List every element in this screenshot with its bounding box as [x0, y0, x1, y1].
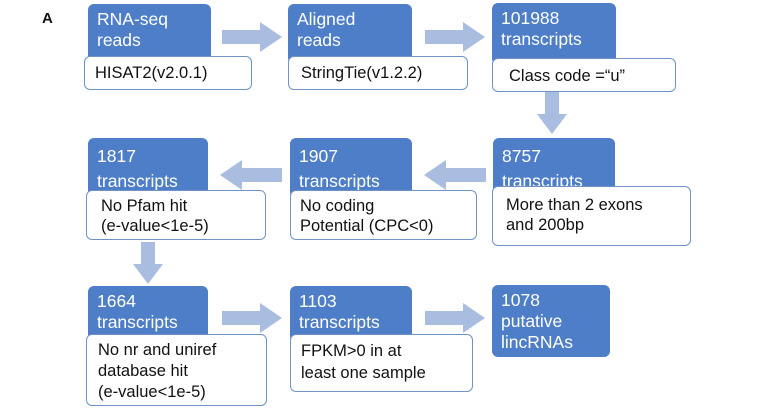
filter-no-pfam: No Pfam hit (e-value<1e-5) — [86, 190, 266, 240]
filter-no-coding: No coding Potential (CPC<0) — [290, 190, 477, 240]
arrow-right-icon — [425, 22, 485, 52]
filter-hisat2: HISAT2(v2.0.1) — [84, 56, 252, 90]
step-101988-transcripts: 101988 transcripts — [492, 3, 616, 65]
step-1664-transcripts: 1664 transcripts — [88, 286, 208, 342]
arrow-down-icon — [133, 242, 163, 284]
filter-stringtie: StringTie(v1.2.2) — [288, 56, 468, 90]
arrow-down-icon — [537, 92, 567, 134]
arrow-right-icon — [222, 22, 282, 52]
filter-fpkm: FPKM>0 in at least one sample — [290, 334, 473, 392]
arrow-right-icon — [222, 303, 282, 333]
filter-class-code: Class code =“u” — [492, 58, 676, 92]
step-aligned-reads: Aligned reads — [288, 4, 412, 64]
panel-label: A — [42, 10, 53, 27]
step-rnaseq-reads: RNA-seq reads — [88, 4, 211, 64]
step-1817-transcripts: 1817 transcripts — [88, 138, 208, 198]
arrow-left-icon — [220, 160, 282, 190]
step-1907-transcripts: 1907 transcripts — [290, 138, 412, 198]
filter-exons-length: More than 2 exons and 200bp — [492, 186, 691, 246]
step-1103-transcripts: 1103 transcripts — [290, 286, 412, 342]
step-1078-lincrnas: 1078 putative lincRNAs — [492, 285, 610, 357]
arrow-right-icon — [425, 303, 485, 333]
arrow-left-icon — [424, 160, 486, 190]
filter-nr-uniref: No nr and uniref database hit (e-value<1… — [86, 334, 267, 406]
